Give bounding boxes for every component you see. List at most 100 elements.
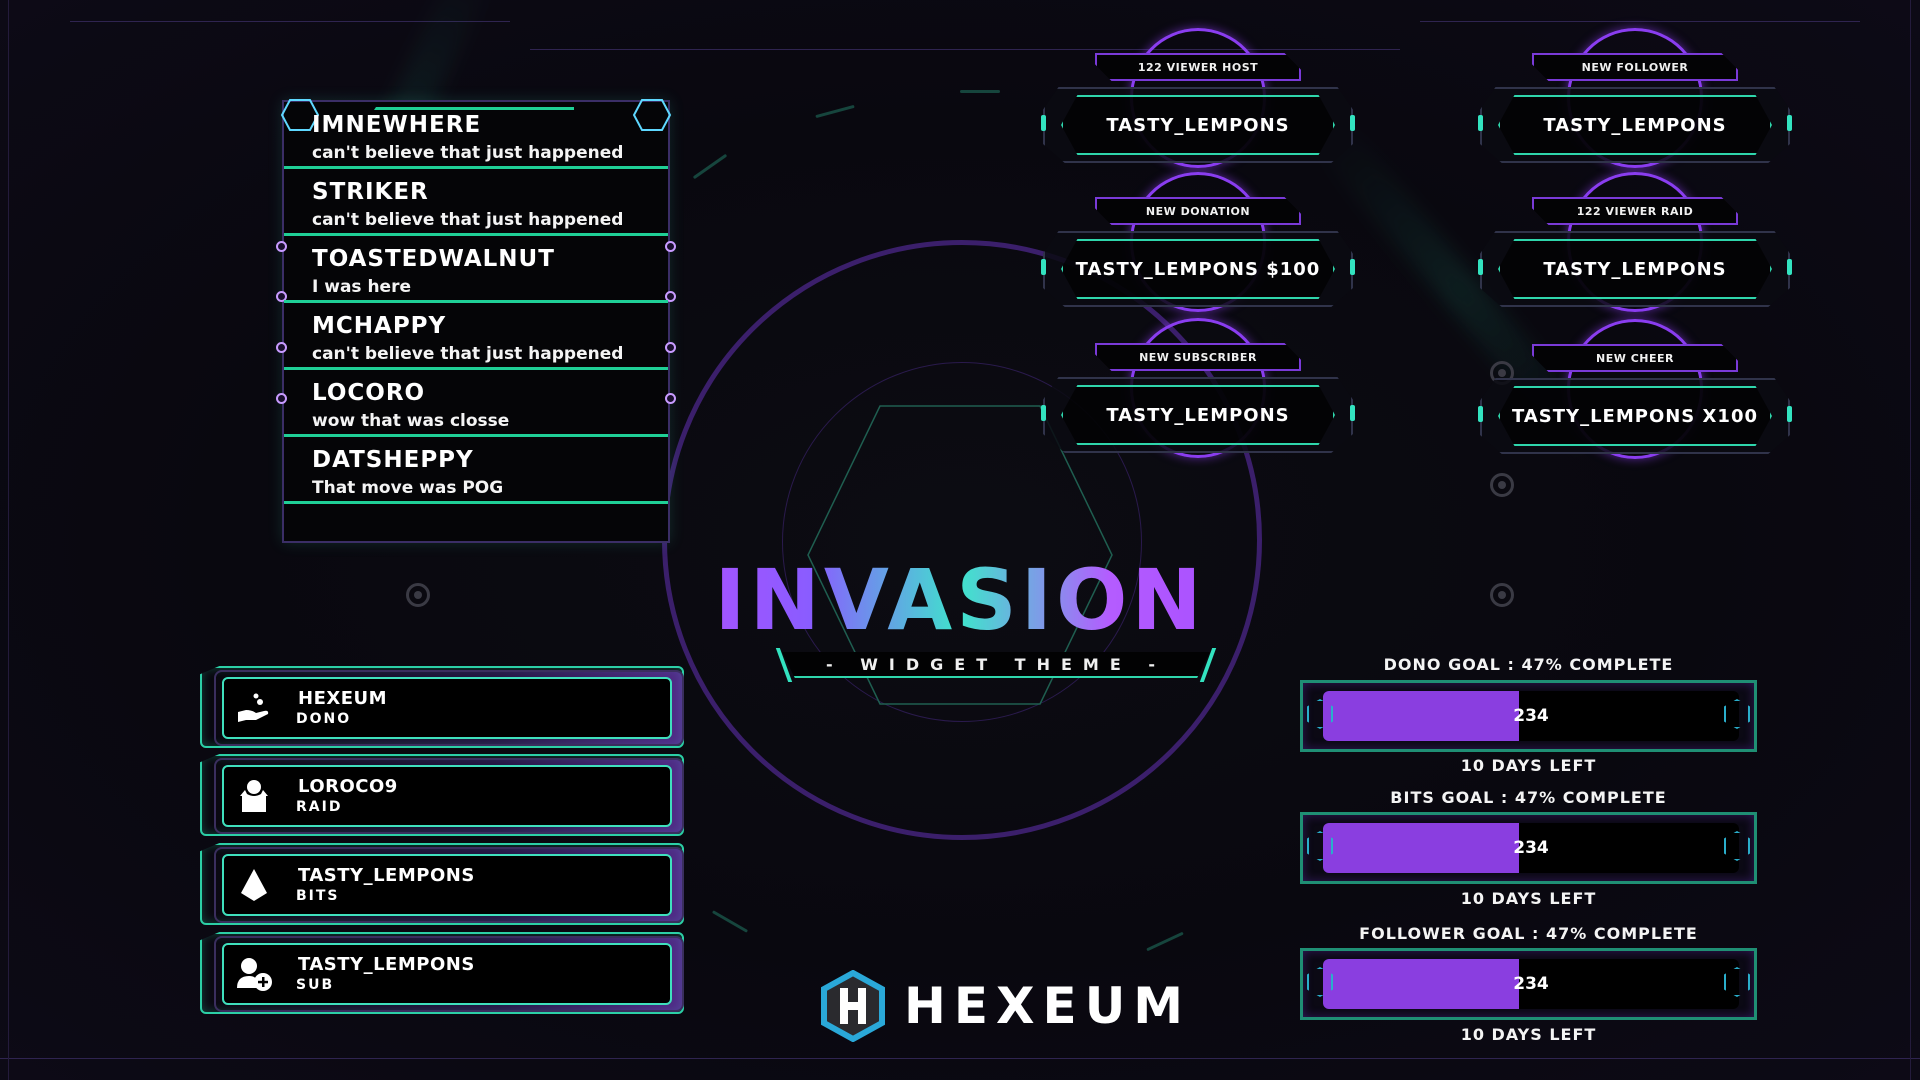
chat-top-decoration	[374, 100, 574, 110]
chat-text: can't believe that just happened	[312, 143, 624, 163]
goal-progress-fill	[1323, 959, 1519, 1009]
target-icon	[1490, 583, 1514, 607]
hexagon-icon	[1724, 967, 1750, 997]
alert-name: TASTY_LEMPONS $100	[1061, 239, 1335, 299]
frame-line	[1910, 0, 1911, 1080]
event-type: DONO	[296, 711, 352, 727]
alert-cap	[1350, 115, 1355, 131]
node-dot	[276, 393, 287, 404]
goal-track: 234	[1323, 691, 1739, 741]
hexagon-corner-icon	[280, 99, 320, 131]
alert-title: NEW CHEER	[1532, 344, 1738, 372]
hexagon-icon	[1307, 699, 1333, 729]
goal-value: 234	[1513, 974, 1549, 994]
chat-username: DATSHEPPY	[312, 447, 474, 473]
goal-value: 234	[1513, 706, 1549, 726]
chat-username: IMNEWHERE	[312, 112, 482, 138]
alert-cap	[1478, 115, 1483, 131]
frame-line	[0, 1058, 1920, 1059]
alert-name: TASTY_LEMPONS	[1061, 385, 1335, 445]
goal-progress-fill	[1323, 823, 1519, 873]
frame-line	[530, 49, 1400, 50]
donation-hand-icon	[234, 688, 274, 728]
node-dot	[665, 291, 676, 302]
chat-text: can't believe that just happened	[312, 344, 624, 364]
center-ring-inner	[782, 362, 1142, 722]
chat-username: LOCORO	[312, 380, 426, 406]
alert-cap	[1041, 405, 1046, 421]
node-dot	[276, 342, 287, 353]
hexagon-icon	[1724, 699, 1750, 729]
event-item: HEXEUM DONO	[200, 666, 690, 748]
theme-title: INVASION	[660, 555, 1260, 645]
event-name: HEXEUM	[298, 688, 388, 709]
frame-line	[70, 21, 510, 22]
chat-message: LOCORO wow that was closse	[284, 370, 668, 437]
alert-subscriber: TASTY_LEMPONS NEW SUBSCRIBER	[1041, 318, 1355, 483]
event-type: SUB	[296, 977, 335, 993]
alert-cap	[1350, 405, 1355, 421]
event-box: TASTY_LEMPONS BITS	[222, 854, 672, 916]
event-name: TASTY_LEMPONS	[298, 865, 475, 886]
alert-cap	[1787, 115, 1792, 131]
node-dot	[665, 342, 676, 353]
event-name: LOROCO9	[298, 776, 398, 797]
bits-gem-icon	[234, 865, 274, 905]
goal-track: 234	[1323, 823, 1739, 873]
event-type: BITS	[296, 888, 340, 904]
goal-label: DONO GOAL : 47% COMPLETE	[1383, 655, 1674, 674]
hexagon-icon	[1307, 831, 1333, 861]
goal-days-left: 10 DAYS LEFT	[1460, 1025, 1597, 1044]
frame-line	[8, 0, 9, 1080]
event-type: RAID	[296, 799, 343, 815]
alert-cheer: TASTY_LEMPONS X100 NEW CHEER	[1478, 319, 1792, 484]
alert-name: TASTY_LEMPONS	[1498, 95, 1772, 155]
goal-value: 234	[1513, 838, 1549, 858]
alert-cap	[1350, 259, 1355, 275]
goal-label: BITS GOAL : 47% COMPLETE	[1390, 788, 1667, 807]
target-icon	[1490, 473, 1514, 497]
alert-name: TASTY_LEMPONS	[1498, 239, 1772, 299]
chat-message: MCHAPPY can't believe that just happened	[284, 303, 668, 370]
alert-title: NEW FOLLOWER	[1532, 53, 1738, 81]
node-dot	[665, 393, 676, 404]
hexagon-icon	[1724, 831, 1750, 861]
chat-message: IMNEWHERE can't believe that just happen…	[284, 102, 668, 169]
chat-text: I was here	[312, 277, 412, 297]
target-icon	[406, 583, 430, 607]
event-box: HEXEUM DONO	[222, 677, 672, 739]
event-item: TASTY_LEMPONS SUB	[200, 932, 690, 1014]
center-hexagon	[807, 405, 1113, 705]
chat-username: TOASTEDWALNUT	[312, 246, 555, 272]
frame-line	[1420, 21, 1860, 22]
logo-text: HEXEUM	[904, 977, 1192, 1035]
hexeum-hex-icon	[821, 970, 885, 1042]
chat-message: TOASTEDWALNUT I was here	[284, 236, 668, 303]
goal-days-left: 10 DAYS LEFT	[1460, 889, 1597, 908]
alert-cap	[1787, 259, 1792, 275]
alert-title: NEW SUBSCRIBER	[1095, 343, 1301, 371]
alert-cap	[1041, 115, 1046, 131]
alert-cap	[1041, 259, 1046, 275]
alert-title: 122 VIEWER RAID	[1532, 197, 1738, 225]
alert-name: TASTY_LEMPONS	[1061, 95, 1335, 155]
alert-cap	[1787, 406, 1792, 422]
goal-track: 234	[1323, 959, 1739, 1009]
alert-title: NEW DONATION	[1095, 197, 1301, 225]
goal-days-left: 10 DAYS LEFT	[1460, 756, 1597, 775]
dash-deco	[960, 90, 1000, 93]
event-box: TASTY_LEMPONS SUB	[222, 943, 672, 1005]
node-dot	[276, 241, 287, 252]
event-item: TASTY_LEMPONS BITS	[200, 843, 690, 925]
goal-bar-follower: 234	[1300, 948, 1757, 1020]
alert-raid: TASTY_LEMPONS 122 VIEWER RAID	[1478, 172, 1792, 337]
theme-subtitle: - WIDGET THEME -	[826, 654, 1166, 674]
goal-bar-bits: 234	[1300, 812, 1757, 884]
chat-panel: IMNEWHERE can't believe that just happen…	[276, 99, 676, 543]
add-user-icon	[234, 954, 274, 994]
raid-user-icon	[234, 776, 274, 816]
alert-cap	[1478, 259, 1483, 275]
alert-follower: TASTY_LEMPONS NEW FOLLOWER	[1478, 28, 1792, 193]
chat-username: MCHAPPY	[312, 313, 447, 339]
hexeum-logo: HEXEUM	[820, 970, 1191, 1042]
